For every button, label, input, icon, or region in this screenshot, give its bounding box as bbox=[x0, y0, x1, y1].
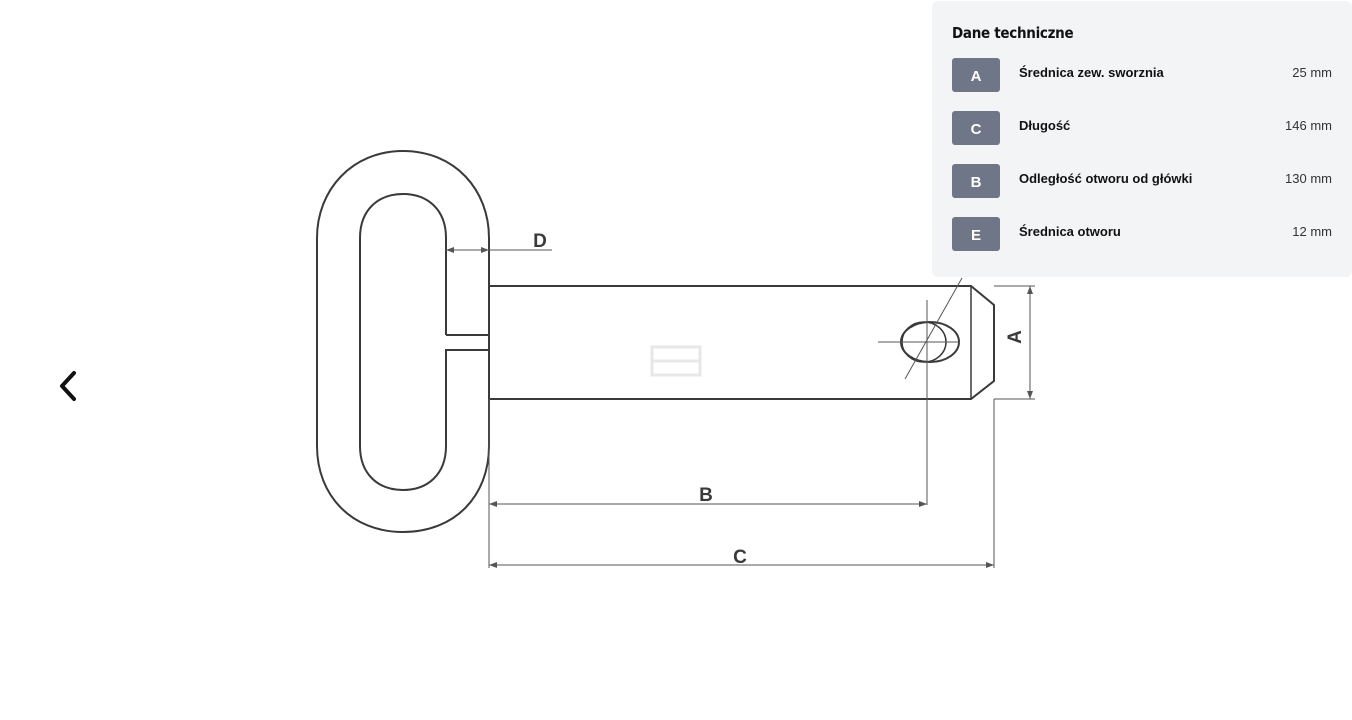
dim-label-b: B bbox=[699, 485, 713, 506]
spec-label: Długość bbox=[1019, 117, 1071, 133]
dim-a-arrow-top bbox=[1027, 286, 1033, 294]
spec-row-e: E Średnica otworu 12 mm bbox=[952, 217, 1332, 251]
pin-loop-outer bbox=[316, 149, 490, 534]
specs-title: Dane techniczne bbox=[952, 24, 1074, 42]
dim-b-arrow-right bbox=[919, 501, 927, 507]
spec-label: Średnica otworu bbox=[1019, 223, 1121, 239]
spec-badge: A bbox=[952, 58, 1000, 92]
spec-label: Średnica zew. sworznia bbox=[1019, 64, 1164, 80]
dim-label-c: C bbox=[733, 547, 747, 568]
hole-dim-diagonal bbox=[904, 277, 963, 380]
dim-c-arrow-right bbox=[986, 562, 994, 568]
dim-d-arrow-right bbox=[481, 247, 489, 253]
spec-value: 130 mm bbox=[1285, 170, 1332, 186]
spec-row-b: B Odległość otworu od główki 130 mm bbox=[952, 164, 1332, 198]
spec-value: 12 mm bbox=[1292, 223, 1332, 239]
dim-c-arrow-left bbox=[489, 562, 497, 568]
spec-badge: C bbox=[952, 111, 1000, 145]
spec-value: 25 mm bbox=[1292, 64, 1332, 80]
spec-value: 146 mm bbox=[1285, 117, 1332, 133]
dim-d-arrow-left bbox=[446, 247, 454, 253]
watermark-logo bbox=[650, 345, 702, 377]
spec-badge: E bbox=[952, 217, 1000, 251]
technical-specs-panel: Dane techniczne A Średnica zew. sworznia… bbox=[932, 1, 1352, 277]
dim-b-arrow-left bbox=[489, 501, 497, 507]
spec-label: Odległość otworu od główki bbox=[1019, 170, 1193, 186]
chevron-left-icon bbox=[60, 371, 76, 401]
pin-loop-inner bbox=[359, 192, 489, 492]
dim-a-arrow-bottom bbox=[1027, 391, 1033, 399]
spec-badge: B bbox=[952, 164, 1000, 198]
pin-shaft bbox=[489, 285, 995, 400]
gallery-prev-button[interactable] bbox=[48, 362, 88, 410]
spec-row-c: C Długość 146 mm bbox=[952, 111, 1332, 145]
dim-label-a: A bbox=[1005, 330, 1026, 344]
spec-row-a: A Średnica zew. sworznia 25 mm bbox=[952, 58, 1332, 92]
dim-label-d: D bbox=[533, 231, 547, 252]
